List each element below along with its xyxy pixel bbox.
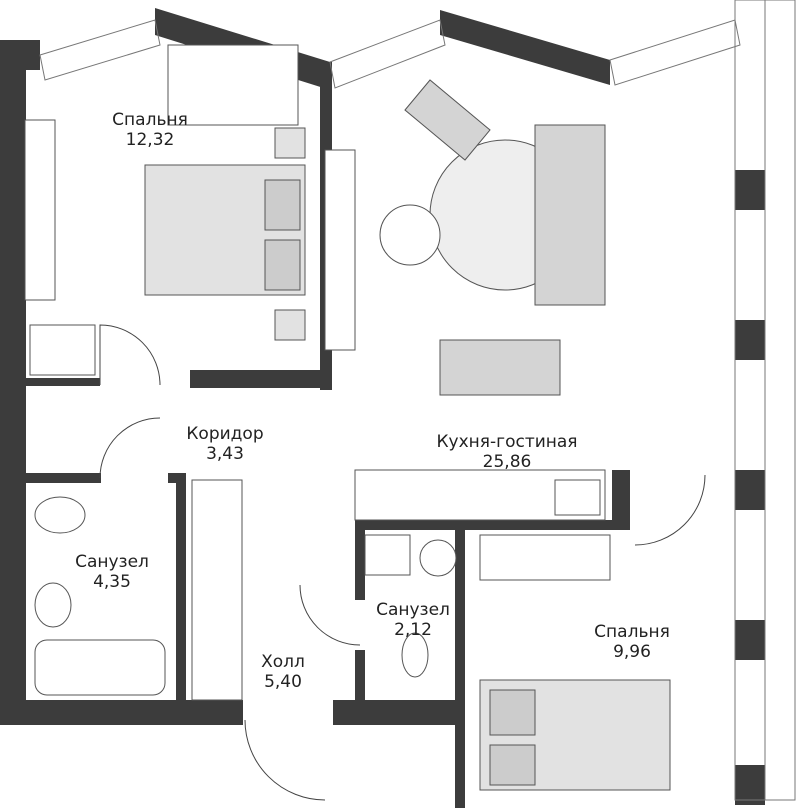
room-name: Санузел [75,552,149,572]
room-area: 3,43 [206,444,244,464]
room-area: 9,96 [613,642,651,662]
room-name: Холл [261,652,305,672]
doors [99,324,706,801]
room-name: Спальня [112,110,188,130]
room-area: 25,86 [482,452,532,472]
furniture [24,44,671,791]
room-area: 12,32 [125,130,175,150]
room-name: Спальня [594,622,670,642]
room-area: 4,35 [93,572,131,592]
room-area: 5,40 [264,672,302,692]
room-area: 2,12 [394,620,432,640]
windows [39,0,796,801]
room-name: Санузел [376,600,450,620]
room-name: Коридор [186,424,264,444]
room-name: Кухня-гостиная [436,432,578,452]
